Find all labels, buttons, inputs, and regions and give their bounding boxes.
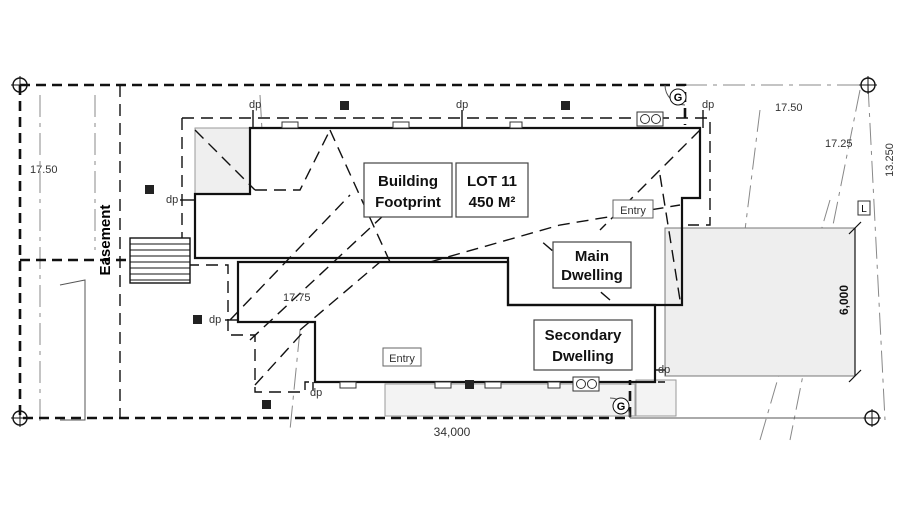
svg-text:G: G bbox=[617, 401, 626, 413]
entry-label-main: Entry bbox=[612, 199, 654, 219]
svg-text:Entry: Entry bbox=[620, 205, 646, 217]
svg-text:Dwelling: Dwelling bbox=[552, 348, 614, 365]
filled-square-icon bbox=[340, 101, 349, 110]
main-dwelling-label: Main Dwelling bbox=[552, 241, 632, 289]
easement-label: Easement bbox=[97, 205, 114, 276]
filled-square-icon bbox=[145, 185, 154, 194]
level-top-right: 17.50 bbox=[775, 102, 803, 114]
crosshair-circle-icon bbox=[859, 76, 877, 94]
svg-text:dp: dp bbox=[166, 194, 178, 206]
wall-fixtures bbox=[281, 121, 561, 389]
filled-square-icon bbox=[193, 315, 202, 324]
crosshair-circle-icon bbox=[863, 409, 881, 427]
double-circle-icon bbox=[572, 376, 600, 392]
svg-text:L: L bbox=[861, 204, 867, 215]
lot-label: LOT 11 450 M² bbox=[455, 162, 529, 218]
svg-text:dp: dp bbox=[456, 99, 468, 111]
filled-square-icon bbox=[465, 380, 474, 389]
svg-text:450 M²: 450 M² bbox=[469, 194, 516, 211]
svg-text:Main: Main bbox=[575, 248, 609, 265]
filled-square-icon bbox=[561, 101, 570, 110]
level-right: 17.25 bbox=[825, 138, 853, 150]
secondary-dwelling-walls bbox=[236, 260, 657, 384]
driveway-dimension: 6,000 bbox=[837, 285, 851, 315]
driveway-dimension-line bbox=[848, 221, 862, 383]
double-circle-icon bbox=[636, 111, 664, 127]
survey-pegs bbox=[11, 76, 881, 427]
svg-text:LOT 11: LOT 11 bbox=[467, 173, 517, 190]
downpipe-stubs bbox=[180, 110, 704, 390]
svg-text:Secondary: Secondary bbox=[545, 327, 622, 344]
crosshair-circle-icon bbox=[11, 409, 29, 427]
svg-text:G: G bbox=[674, 92, 683, 104]
svg-text:dp: dp bbox=[209, 314, 221, 326]
entry-label-secondary: Entry bbox=[382, 347, 422, 367]
svg-text:dp: dp bbox=[310, 387, 322, 399]
frontage-dimension: 34,000 bbox=[434, 425, 471, 439]
svg-text:Dwelling: Dwelling bbox=[561, 267, 623, 284]
level-center: 17.75 bbox=[283, 292, 311, 304]
svg-text:dp: dp bbox=[658, 364, 670, 376]
downpipe-labels: dp dp dp dp dp dp dp bbox=[166, 99, 714, 399]
gate-marker-top: G bbox=[669, 88, 687, 106]
paving-areas bbox=[194, 127, 856, 417]
svg-text:dp: dp bbox=[702, 99, 714, 111]
lot-boundary bbox=[18, 83, 687, 420]
svg-text:dp: dp bbox=[249, 99, 261, 111]
stairs bbox=[129, 237, 191, 284]
level-left: 17.50 bbox=[30, 164, 58, 176]
svg-text:Footprint: Footprint bbox=[375, 194, 441, 211]
building-footprint-label: Building Footprint bbox=[363, 162, 453, 218]
secondary-dwelling-label: Secondary Dwelling bbox=[533, 319, 633, 371]
marker-l: L bbox=[857, 200, 871, 216]
svg-text:Entry: Entry bbox=[389, 353, 415, 365]
filled-square-icon bbox=[262, 400, 271, 409]
level-edge-right: 13.250 bbox=[884, 143, 896, 177]
gate-marker-bottom: G bbox=[612, 397, 630, 415]
service-pits bbox=[145, 101, 570, 409]
crosshair-circle-icon bbox=[11, 76, 29, 94]
svg-text:Building: Building bbox=[378, 173, 438, 190]
